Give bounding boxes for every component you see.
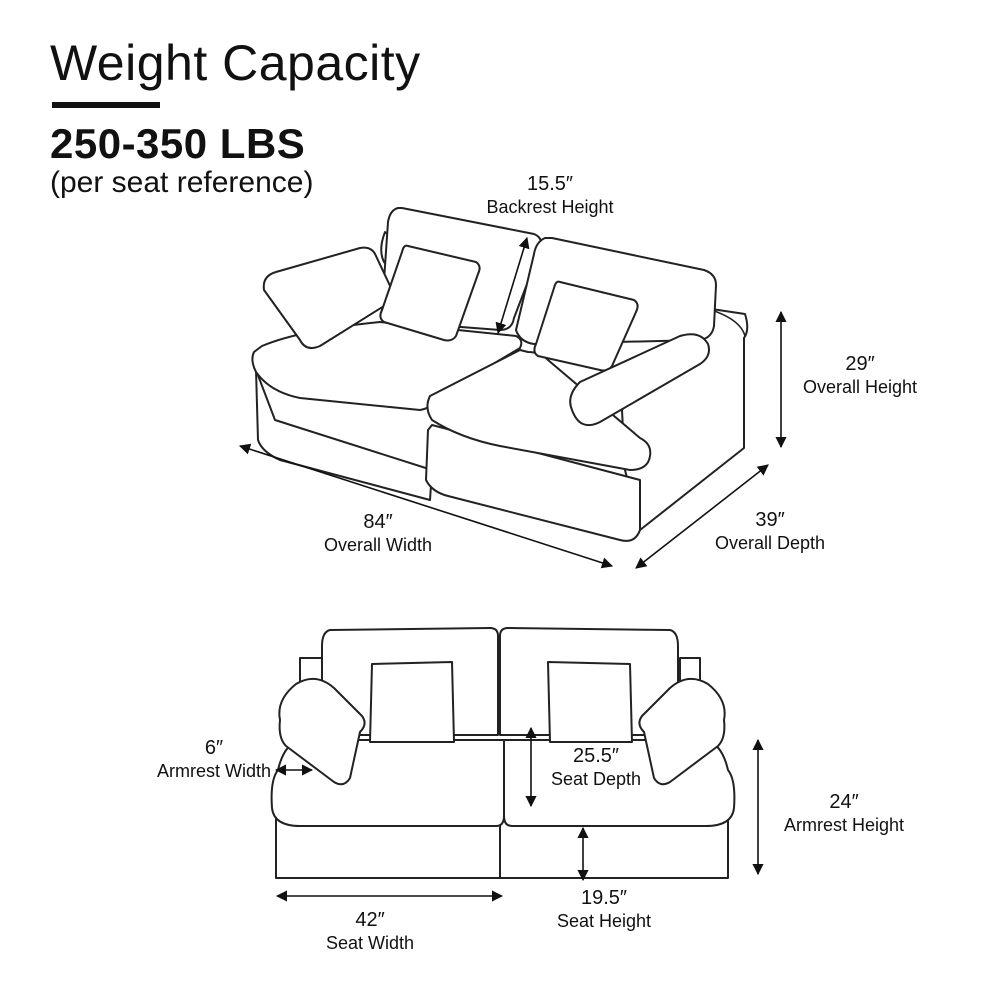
page-title: Weight Capacity	[50, 35, 421, 91]
title-underline	[52, 102, 160, 108]
sofa-front-view	[270, 627, 736, 879]
armrest-height-label: 24″ Armrest Height	[764, 790, 924, 836]
armrest-height-caption: Armrest Height	[783, 815, 905, 835]
seat-height-label: 19.5″ Seat Height	[524, 886, 684, 932]
seat-width-caption: Seat Width	[325, 933, 415, 953]
overall-width-value: 84″	[363, 511, 393, 533]
throw-pillow-2	[379, 244, 481, 342]
overall-width-label: 84″ Overall Width	[298, 510, 458, 556]
armrest-width-caption: Armrest Width	[156, 761, 271, 781]
front-throw-pillow-right	[638, 677, 726, 786]
overall-depth-label: 39″ Overall Depth	[690, 508, 850, 554]
front-back-pillow-left	[369, 661, 455, 743]
seat-width-label: 42″ Seat Width	[290, 908, 450, 954]
throw-pillow-3	[533, 280, 639, 372]
overall-depth-value: 39″	[755, 509, 785, 531]
seat-height-caption: Seat Height	[556, 911, 652, 931]
front-back-pillow-right	[547, 661, 633, 743]
backrest-height-label: 15.5″ Backrest Height	[470, 172, 630, 218]
armrest-width-value: 6″	[204, 737, 224, 759]
overall-height-value: 29″	[845, 353, 875, 375]
backrest-height-dimension-line	[495, 236, 530, 335]
seat-width-value: 42″	[355, 909, 385, 931]
overall-height-caption: Overall Height	[802, 377, 918, 397]
armrest-height-value: 24″	[829, 791, 859, 813]
sofa-perspective-view	[251, 207, 749, 542]
overall-height-label: 29″ Overall Height	[780, 352, 940, 398]
seat-depth-caption: Seat Depth	[550, 769, 642, 789]
backrest-height-caption: Backrest Height	[486, 197, 614, 217]
seat-height-value: 19.5″	[580, 887, 627, 909]
overall-width-caption: Overall Width	[323, 535, 433, 555]
weight-capacity-value: 250-350 LBS	[50, 120, 306, 167]
overall-width-dimension-line	[238, 443, 614, 569]
overall-depth-dimension-line	[635, 464, 769, 569]
weight-capacity-note: (per seat reference)	[50, 166, 314, 199]
seat-depth-value: 25.5″	[572, 745, 619, 767]
armrest-width-label: 6″ Armrest Width	[134, 736, 294, 782]
seat-depth-label: 25.5″ Seat Depth	[516, 744, 676, 790]
front-throw-pillow-left	[278, 677, 366, 786]
throw-pillow-4	[569, 333, 710, 426]
backrest-height-value: 15.5″	[526, 173, 573, 195]
overall-depth-caption: Overall Depth	[714, 533, 826, 553]
